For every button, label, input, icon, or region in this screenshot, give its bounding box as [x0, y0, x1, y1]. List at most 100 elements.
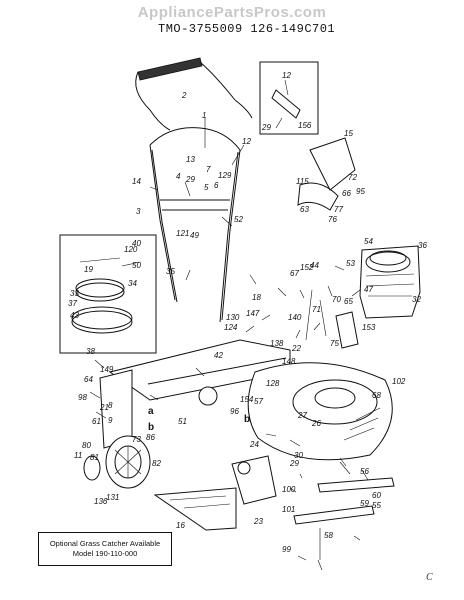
part-label: 26	[311, 419, 321, 428]
part-label: 115	[296, 177, 309, 186]
part-label: 33	[70, 289, 79, 298]
catcher-line-2: Model 190-110-000	[72, 549, 138, 558]
discharge-chute	[153, 487, 237, 531]
catcher-line-1: Optional Grass Catcher Available	[49, 539, 161, 548]
part-label: 120	[124, 245, 138, 254]
part-label: 140	[288, 313, 302, 322]
part-label: 102	[392, 377, 406, 386]
part-label: 54	[364, 237, 373, 246]
part-label: 21	[99, 403, 109, 412]
part-label: 80	[82, 441, 91, 450]
part-label: 131	[106, 493, 119, 502]
part-label: 30	[294, 451, 303, 460]
part-label: 38	[86, 347, 95, 356]
drive-pulley-inset	[59, 234, 157, 354]
part-label: 70	[332, 295, 341, 304]
part-label: 81	[90, 453, 99, 462]
part-label: 77	[334, 205, 343, 214]
part-label: 23	[253, 517, 263, 526]
part-label: 16	[176, 521, 185, 530]
part-label: 12	[242, 137, 251, 146]
part-label: 53	[346, 259, 355, 268]
part-label: 98	[78, 393, 87, 402]
drive-housing	[99, 339, 291, 449]
part-label: 60	[372, 491, 381, 500]
part-label: 35	[166, 267, 175, 276]
part-label: 29	[185, 175, 195, 184]
part-label: 138	[270, 339, 284, 348]
part-label: 37	[68, 299, 77, 308]
part-label: 57	[254, 397, 263, 406]
part-label: 68	[372, 391, 381, 400]
part-label: 58	[324, 531, 333, 540]
part-label: 22	[291, 344, 301, 353]
part-label: a	[148, 406, 154, 417]
corner-mark: C	[426, 572, 433, 583]
rear-bag-adapter	[297, 137, 356, 211]
part-label: 136	[94, 497, 108, 506]
part-label: 63	[300, 205, 309, 214]
part-label: 128	[266, 379, 280, 388]
part-label: 7	[206, 165, 211, 174]
part-label: 9	[108, 416, 113, 425]
part-label: 14	[132, 177, 141, 186]
part-label: b	[148, 422, 154, 433]
grass-catcher-note: Optional Grass Catcher Available Model 1…	[38, 532, 172, 566]
leader-lines	[89, 118, 361, 561]
part-label: 55	[372, 501, 381, 510]
part-label: 34	[128, 279, 137, 288]
part-labels: 1 2 3 4 5 6 7 8 9 11 12 12 13 14 15 16 1…	[68, 71, 427, 554]
rear-wheel	[198, 386, 251, 475]
part-label: 148	[282, 357, 296, 366]
part-label: 6	[214, 181, 219, 190]
part-label: 29	[289, 459, 299, 468]
part-label: 50	[132, 261, 141, 270]
part-label: 147	[246, 309, 260, 318]
part-label: 73	[132, 435, 141, 444]
part-label: 52	[234, 215, 243, 224]
part-label: 156	[298, 121, 312, 130]
part-label: 19	[84, 265, 93, 274]
engine	[359, 245, 421, 319]
part-label: 153	[362, 323, 376, 332]
part-label: 154	[240, 395, 254, 404]
part-label: 96	[230, 407, 239, 416]
part-label: 82	[152, 459, 161, 468]
part-label: 44	[310, 261, 319, 270]
part-label: 36	[418, 241, 427, 250]
part-label: 11	[74, 451, 82, 460]
front-wheel	[83, 435, 151, 489]
mower-deck	[247, 362, 393, 461]
part-label: 24	[249, 440, 259, 449]
part-label: 42	[214, 351, 223, 360]
blade-upper	[317, 461, 395, 493]
part-label: 56	[360, 467, 369, 476]
part-label: 129	[218, 171, 232, 180]
part-label: 71	[312, 305, 321, 314]
part-label: 40	[132, 239, 141, 248]
model-number: TMO-3755009 126-149C701	[158, 22, 336, 36]
part-label: 1	[202, 111, 206, 120]
upper-handle	[149, 127, 241, 323]
part-label: 72	[348, 173, 357, 182]
watermark: AppliancePartsPros.com	[137, 4, 327, 21]
handle-grip	[135, 57, 253, 131]
part-label: 65	[344, 297, 353, 306]
part-label: 124	[224, 323, 238, 332]
part-label: 4	[176, 172, 181, 181]
part-label: 3	[136, 207, 141, 216]
part-label: 66	[342, 189, 351, 198]
part-label: 95	[356, 187, 365, 196]
part-label: 86	[146, 433, 155, 442]
part-label: 18	[252, 293, 261, 302]
part-label: 101	[282, 505, 295, 514]
part-label: 8	[108, 401, 113, 410]
part-label: 29	[261, 123, 271, 132]
blade-lower	[293, 505, 375, 571]
part-label: 100	[282, 485, 296, 494]
part-label: 13	[186, 155, 195, 164]
part-label: 61	[92, 417, 101, 426]
part-label: 51	[178, 417, 187, 426]
part-label: 59	[360, 499, 369, 508]
